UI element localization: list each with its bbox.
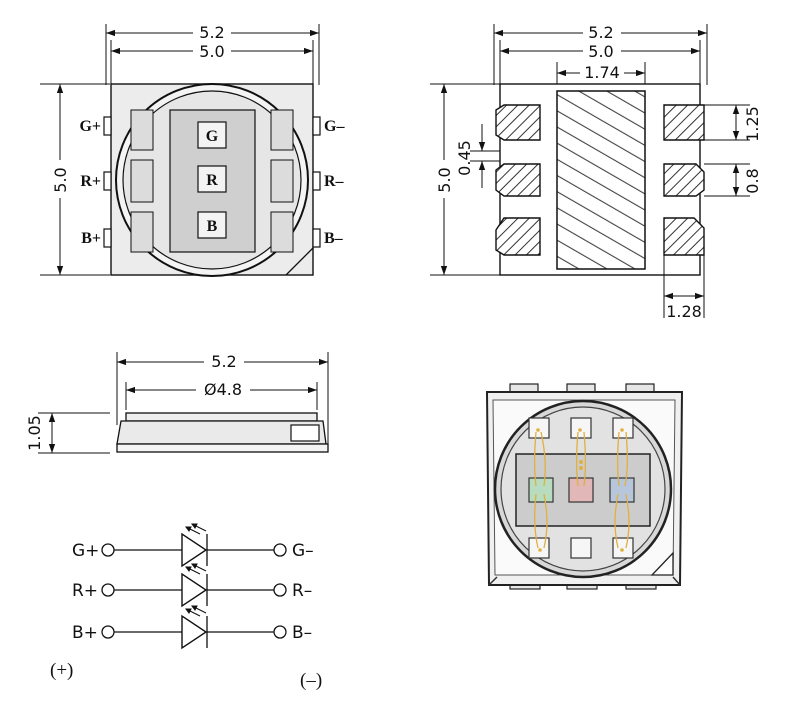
pad-right-1 bbox=[663, 104, 705, 141]
pad-right-2 bbox=[663, 163, 705, 197]
pad-left-3 bbox=[495, 217, 541, 256]
dim-bottom-height: 5.0 bbox=[435, 167, 454, 192]
render-chip-blue bbox=[609, 477, 635, 503]
pad-right-3 bbox=[663, 217, 705, 256]
dim-pad-height-mid: 0.8 bbox=[743, 168, 762, 193]
side-view: 5.2 Ø4.8 1.05 bbox=[25, 351, 329, 454]
top-view: 5.2 5.0 5.0 G R B bbox=[40, 22, 345, 277]
dim-pad-height-top: 1.25 bbox=[743, 106, 762, 142]
pad-left-1 bbox=[495, 104, 541, 141]
side-leads bbox=[116, 443, 329, 453]
render-chip-red bbox=[568, 477, 594, 503]
diode-green-icon bbox=[181, 532, 208, 568]
dim-pad-width: 1.28 bbox=[666, 302, 702, 321]
anode-label-g: G+ bbox=[72, 541, 99, 561]
dim-side-height: 1.05 bbox=[25, 415, 44, 451]
schematic-row-green: G+ G– bbox=[72, 523, 314, 568]
pin-label-b-minus: B– bbox=[324, 230, 344, 247]
dim-height: 5.0 bbox=[51, 167, 70, 192]
cathode-label-b: B– bbox=[292, 623, 312, 643]
chip-label-b: B bbox=[207, 218, 218, 235]
emission-arrows-icon bbox=[185, 523, 207, 535]
pin-label-r-plus: R+ bbox=[80, 173, 101, 190]
dim-bottom-width-outer: 5.2 bbox=[588, 23, 613, 42]
emission-arrows-icon bbox=[185, 605, 207, 617]
bottom-view: 5.2 5.0 1.74 5.0 0.45 bbox=[430, 22, 762, 321]
polarity-plus-label: (+) bbox=[50, 660, 73, 681]
dim-bottom-width-inner: 5.0 bbox=[588, 42, 613, 61]
cathode-label-r: R– bbox=[292, 581, 312, 601]
thermal-pad bbox=[556, 90, 646, 270]
chip-g bbox=[197, 121, 227, 149]
package-render bbox=[485, 383, 684, 590]
bond-wires bbox=[533, 431, 630, 549]
dim-lens-diameter: Ø4.8 bbox=[204, 380, 242, 399]
polarity-minus-label: (–) bbox=[300, 670, 322, 691]
schematic: G+ G– R+ R– bbox=[50, 523, 322, 691]
render-chip-green bbox=[528, 477, 554, 503]
pin-label-g-minus: G– bbox=[324, 118, 345, 135]
dim-width-inner: 5.0 bbox=[199, 42, 224, 61]
chip-b bbox=[197, 211, 227, 239]
pin-label-g-plus: G+ bbox=[79, 118, 101, 135]
diode-blue-icon bbox=[181, 614, 208, 650]
chip-r bbox=[197, 165, 227, 193]
side-lens bbox=[125, 412, 318, 422]
dim-width-outer: 5.2 bbox=[199, 23, 224, 42]
dim-side-width: 5.2 bbox=[211, 352, 236, 371]
emission-arrows-icon bbox=[185, 563, 207, 575]
cathode-label-g: G– bbox=[292, 541, 314, 561]
dim-center-pad-width: 1.74 bbox=[584, 63, 620, 82]
anode-label-r: R+ bbox=[72, 581, 98, 601]
chip-label-r: R bbox=[206, 172, 218, 189]
schematic-row-red: R+ R– bbox=[72, 563, 312, 608]
side-polarity-mark bbox=[290, 424, 320, 442]
pad-left-2 bbox=[495, 163, 541, 197]
chip-label-g: G bbox=[206, 128, 219, 145]
anode-label-b: B+ bbox=[72, 623, 98, 643]
dim-pad-gap: 0.45 bbox=[455, 140, 474, 176]
diode-red-icon bbox=[181, 572, 208, 608]
pin-label-b-plus: B+ bbox=[81, 230, 101, 247]
pin-label-r-minus: R– bbox=[324, 173, 345, 190]
schematic-row-blue: B+ B– bbox=[72, 605, 312, 650]
